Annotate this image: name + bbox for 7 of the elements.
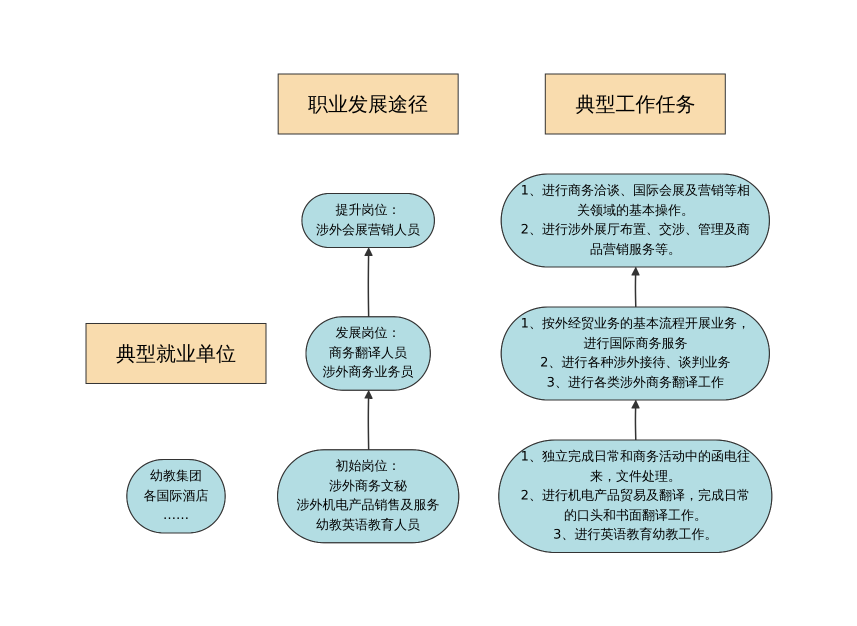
node-box: 典型就业单位 bbox=[85, 322, 266, 384]
arrow bbox=[364, 390, 372, 450]
arrow bbox=[630, 266, 640, 308]
node-box: 职业发展途径 bbox=[277, 73, 458, 134]
node-box: 典型工作任务 bbox=[544, 73, 726, 134]
arrow bbox=[364, 247, 373, 317]
arrow bbox=[630, 400, 640, 440]
